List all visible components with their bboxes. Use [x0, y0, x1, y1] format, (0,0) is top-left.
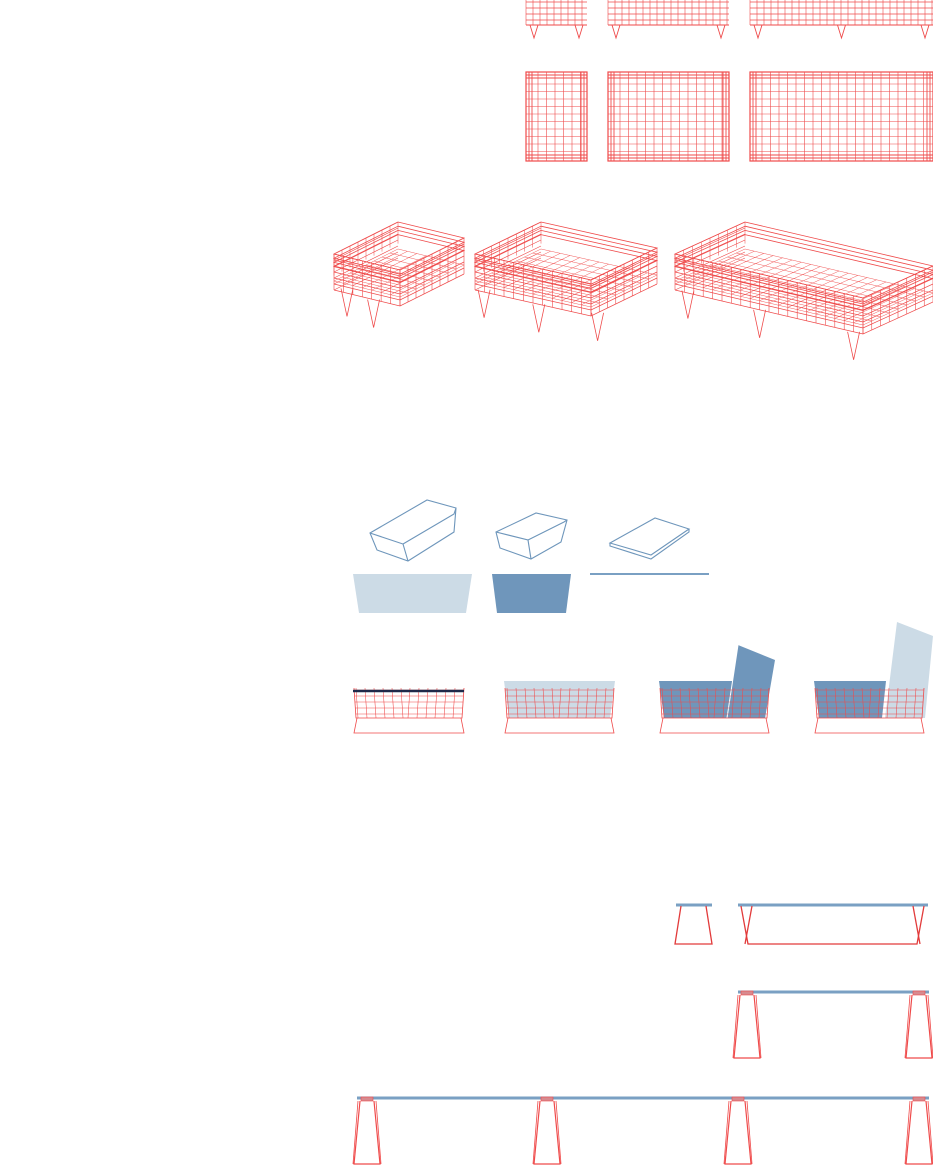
seat-cushion-elevation [353, 574, 472, 613]
basket-plan-small [525, 71, 588, 162]
assembly-step-2 [504, 681, 615, 734]
bench-frame-double [732, 990, 933, 1059]
panel-axo [608, 517, 691, 560]
basket-plan-views [525, 71, 933, 162]
assembly-steps [353, 622, 933, 734]
basket-axo-medium [473, 221, 659, 341]
assembly-step-3 [659, 644, 775, 734]
back-cushion-axo [495, 512, 568, 560]
assembly-step-4 [814, 622, 933, 734]
back-cushion-elevation [492, 574, 571, 613]
bench-frame-single [674, 903, 928, 945]
basket-plan-medium [607, 71, 730, 162]
basket-front-medium [607, 0, 729, 40]
basket-plan-large [749, 71, 933, 162]
basket-axonometric-views [332, 221, 933, 360]
assembly-step-1 [353, 687, 465, 734]
basket-front-large [749, 0, 933, 40]
seat-cushion-axo [369, 499, 457, 562]
basket-front-small [525, 0, 587, 40]
bench-frame-quadruple [352, 1096, 933, 1165]
basket-axo-large [673, 221, 933, 360]
basket-axo-small [332, 221, 466, 328]
cushion-components [353, 499, 709, 613]
basket-front-elevations [525, 0, 933, 40]
